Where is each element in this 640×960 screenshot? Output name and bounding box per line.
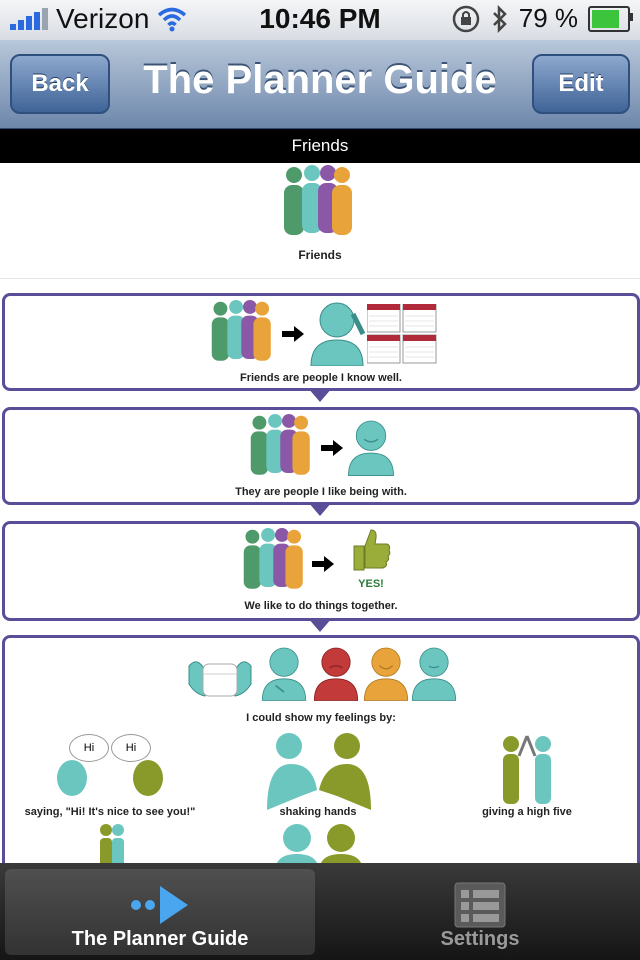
person-heart-icon bbox=[261, 647, 307, 701]
battery-icon bbox=[588, 5, 633, 32]
friends-group-icon bbox=[284, 165, 352, 235]
card-4[interactable]: I could show my feelings by: Hi Hi sayin… bbox=[2, 635, 640, 863]
play-dots-icon bbox=[131, 886, 188, 924]
subitem-caption: shaking hands bbox=[279, 806, 357, 818]
handshake-icon bbox=[267, 733, 371, 810]
card-caption: We like to do things together. bbox=[244, 600, 398, 612]
arrow-right-icon bbox=[282, 326, 304, 342]
arrow-right-icon bbox=[321, 440, 343, 456]
speech-bubble: Hi bbox=[69, 734, 109, 762]
down-arrow-icon bbox=[308, 618, 332, 632]
person-calm-icon bbox=[411, 647, 457, 701]
tab-bar: The Planner Guide Settings bbox=[0, 863, 640, 960]
friends-group-icon bbox=[243, 528, 303, 589]
edit-button[interactable]: Edit bbox=[532, 54, 630, 114]
status-right: 79 % bbox=[451, 3, 633, 34]
back-button[interactable]: Back bbox=[10, 54, 110, 114]
battery-percent: 79 % bbox=[518, 3, 578, 33]
hands-giving-icon bbox=[188, 661, 252, 697]
yes-label: YES! bbox=[358, 578, 384, 590]
card-caption: Friends are people I know well. bbox=[240, 372, 402, 384]
clock: 10:46 PM bbox=[259, 3, 381, 34]
settings-list-icon bbox=[454, 882, 506, 928]
card-caption: I could show my feelings by: bbox=[246, 712, 396, 724]
card-1[interactable]: Friends are people I know well. bbox=[2, 293, 640, 391]
card-caption: They are people I like being with. bbox=[235, 486, 407, 498]
card-2[interactable]: They are people I like being with. bbox=[2, 407, 640, 505]
tab-planner-guide[interactable]: The Planner Guide bbox=[5, 869, 315, 955]
person-angry-icon bbox=[313, 647, 359, 701]
card-3[interactable]: YES! We like to do things together. bbox=[2, 521, 640, 621]
signal-icon bbox=[10, 8, 48, 30]
navigation-bar: Back The Planner Guide Edit bbox=[0, 40, 640, 129]
saying-hi-illustration: Hi Hi bbox=[53, 734, 163, 798]
topic-caption: Friends bbox=[298, 248, 342, 262]
person-head-icon bbox=[133, 760, 163, 796]
status-bar: Verizon 10:46 PM 79 % bbox=[0, 0, 640, 40]
wifi-icon bbox=[158, 7, 187, 32]
subitem-caption: giving a high five bbox=[482, 806, 572, 818]
person-head-icon bbox=[57, 760, 87, 796]
speech-bubble: Hi bbox=[111, 734, 151, 762]
person-excited-icon bbox=[363, 647, 409, 701]
subitem-caption: saying, "Hi! It's nice to see you!" bbox=[24, 806, 196, 818]
hug-icon bbox=[100, 824, 124, 863]
friends-group-icon bbox=[250, 414, 310, 475]
carrier-label: Verizon bbox=[56, 3, 150, 34]
arrow-right-icon bbox=[312, 556, 334, 572]
topic-item-friends[interactable]: Friends bbox=[0, 163, 640, 279]
high-five-icon bbox=[503, 735, 551, 804]
section-header: Friends bbox=[0, 129, 640, 163]
thumbs-up-icon bbox=[353, 529, 391, 571]
two-people-icon bbox=[277, 824, 361, 863]
rotation-lock-icon bbox=[452, 5, 479, 32]
carrier-area: Verizon bbox=[10, 3, 187, 35]
down-arrow-icon bbox=[308, 502, 332, 516]
page-title: The Planner Guide bbox=[143, 58, 497, 102]
calendar-icon bbox=[367, 304, 437, 364]
friends-group-icon bbox=[211, 300, 271, 361]
person-happy-icon bbox=[348, 420, 394, 477]
down-arrow-icon bbox=[308, 388, 332, 402]
content-scroll[interactable]: Friends Friends are people I know well. bbox=[0, 163, 640, 863]
bluetooth-icon bbox=[492, 4, 507, 33]
tab-label: Settings bbox=[440, 928, 520, 950]
tab-label: The Planner Guide bbox=[71, 928, 249, 950]
tab-settings[interactable]: Settings bbox=[325, 869, 635, 955]
person-thinking-icon bbox=[310, 302, 366, 366]
